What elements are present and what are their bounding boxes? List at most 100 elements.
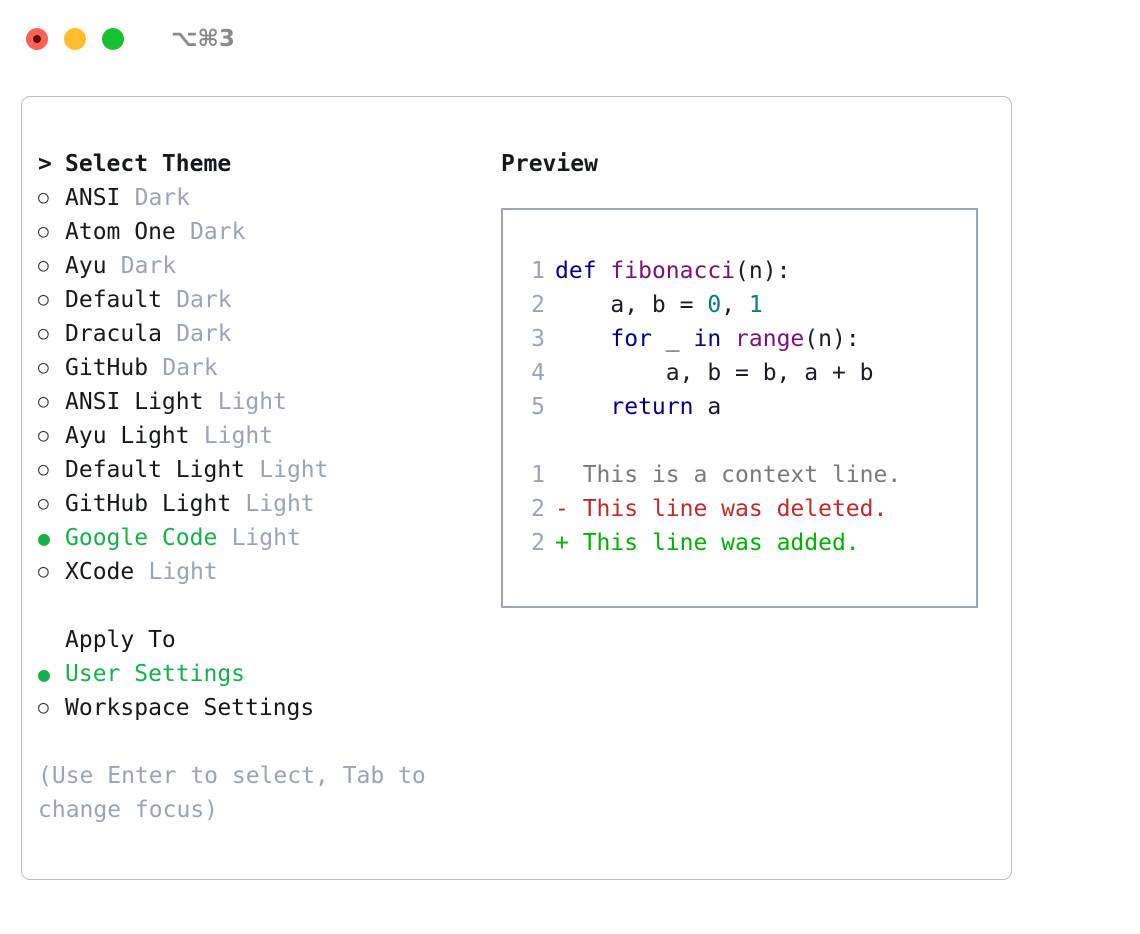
theme-option-github-light[interactable]: ○ GitHub Light Light xyxy=(38,487,492,521)
theme-option-label: Dracula xyxy=(65,321,162,347)
theme-option-label: Ayu xyxy=(65,253,107,279)
theme-option-label: GitHub xyxy=(65,355,149,381)
apply-to-option-workspace-settings[interactable]: ○Workspace Settings xyxy=(38,691,492,725)
line-number: 1 xyxy=(531,462,545,488)
minimize-button[interactable] xyxy=(64,28,86,50)
theme-option-kind: Light xyxy=(203,423,274,449)
diff-line: 2+ This line was added. xyxy=(503,526,976,560)
theme-option-xcode[interactable]: ○ XCode Light xyxy=(38,555,492,589)
radio-selected-icon: ● xyxy=(38,662,51,686)
apply-to-option-user-settings[interactable]: ●User Settings xyxy=(38,657,492,691)
token-pln xyxy=(721,326,735,352)
token-kw: for xyxy=(610,326,652,352)
radio-unselected-icon: ○ xyxy=(38,391,49,412)
token-pln: (n): xyxy=(735,258,791,284)
maximize-button[interactable] xyxy=(102,28,124,50)
theme-option-label: GitHub Light xyxy=(65,491,232,517)
code-line: 4 a, b = b, a + b xyxy=(503,356,976,390)
theme-option-label: Default xyxy=(65,287,162,313)
theme-option-label: Atom One xyxy=(65,219,176,245)
line-number: 2 xyxy=(531,530,545,556)
token-num: 1 xyxy=(748,292,763,318)
theme-option-kind: Dark xyxy=(190,219,246,245)
title-bar: ⌥⌘3 xyxy=(0,0,1140,78)
radio-unselected-icon: ○ xyxy=(38,561,49,582)
radio-unselected-icon: ○ xyxy=(38,425,49,446)
line-number: 3 xyxy=(531,326,545,352)
theme-option-kind: Light xyxy=(148,559,218,585)
apply-to-header-label: Apply To xyxy=(65,627,176,653)
theme-option-github[interactable]: ○ GitHub Dark xyxy=(38,351,492,385)
theme-option-kind: Dark xyxy=(134,185,191,211)
line-number: 2 xyxy=(531,496,545,522)
theme-option-label: XCode xyxy=(65,559,135,585)
radio-unselected-icon: ○ xyxy=(38,357,49,378)
theme-option-default-light[interactable]: ○ Default Light Light xyxy=(38,453,492,487)
caret-icon: > xyxy=(38,151,52,177)
apply-to-header: Apply To xyxy=(38,623,492,657)
theme-option-kind: Dark xyxy=(162,355,218,381)
select-theme-header: > Select Theme xyxy=(38,147,492,181)
radio-unselected-icon: ○ xyxy=(38,459,49,480)
diff-marker: - xyxy=(555,496,569,522)
token-kw: def xyxy=(555,258,597,284)
code-text: def fibonacci(n): xyxy=(545,254,790,288)
line-number: 4 xyxy=(531,360,545,386)
theme-option-kind: Light xyxy=(259,457,329,483)
theme-option-label: Default Light xyxy=(65,457,246,483)
code-text: a, b = b, a + b xyxy=(545,356,874,390)
token-fn: fibonacci xyxy=(610,258,736,284)
radio-selected-icon: ● xyxy=(38,526,51,550)
code-line: 5 return a xyxy=(503,390,976,424)
radio-unselected-icon: ○ xyxy=(38,289,49,310)
code-line: 2 a, b = 0, 1 xyxy=(503,288,976,322)
apply-to-list: ●User Settings○Workspace Settings xyxy=(38,657,492,725)
diff-line-text: This line was deleted. xyxy=(568,496,888,522)
preview-header: Preview xyxy=(501,151,598,177)
token-pln: a xyxy=(693,394,722,420)
close-button[interactable] xyxy=(26,28,48,50)
diff-text: + This line was added. xyxy=(545,526,860,560)
radio-unselected-icon: ○ xyxy=(38,493,49,514)
code-diff-spacer xyxy=(503,424,976,458)
radio-unselected-icon: ○ xyxy=(38,697,49,718)
code-text: a, b = 0, 1 xyxy=(545,288,763,322)
diff-line: 1 This is a context line. xyxy=(503,458,976,492)
diff-text: This is a context line. xyxy=(545,458,902,492)
theme-option-kind: Dark xyxy=(176,321,232,347)
theme-option-ansi[interactable]: ○ ANSI Dark xyxy=(38,181,492,215)
radio-unselected-icon: ○ xyxy=(38,187,49,208)
window-title: ⌥⌘3 xyxy=(171,26,235,52)
diff-marker xyxy=(555,462,569,488)
token-pln: , xyxy=(721,292,749,318)
diff-marker: + xyxy=(555,530,569,556)
theme-option-kind: Light xyxy=(245,491,315,517)
theme-option-label: ANSI xyxy=(65,185,121,211)
token-pln xyxy=(555,394,610,420)
token-pln: a, b = xyxy=(555,292,708,318)
token-pln xyxy=(597,258,611,284)
radio-unselected-icon: ○ xyxy=(38,323,49,344)
token-kw: return xyxy=(610,394,694,420)
line-number: 2 xyxy=(531,292,545,318)
select-theme-header-label: Select Theme xyxy=(65,151,232,177)
theme-option-dracula[interactable]: ○ Dracula Dark xyxy=(38,317,492,351)
keyboard-hint: (Use Enter to select, Tab to change focu… xyxy=(38,763,440,823)
diff-line: 2- This line was deleted. xyxy=(503,492,976,526)
diff-line-text: This is a context line. xyxy=(568,462,902,488)
diff-line-text: This line was added. xyxy=(568,530,860,556)
token-pln: (n): xyxy=(804,326,860,352)
line-number: 1 xyxy=(531,258,545,284)
code-text: for _ in range(n): xyxy=(545,322,860,356)
radio-unselected-icon: ○ xyxy=(38,255,49,276)
